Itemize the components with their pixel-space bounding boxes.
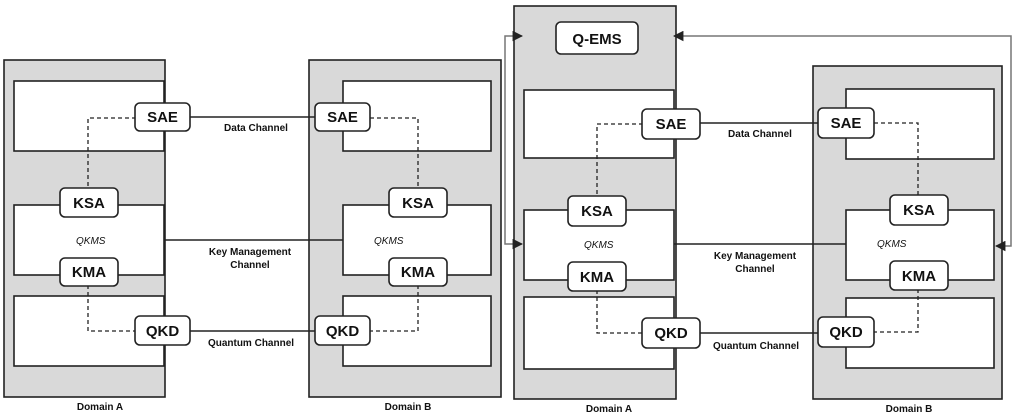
qkd-node-label: QKD — [654, 325, 688, 342]
key-management-channel-label-2: Channel — [230, 260, 270, 271]
qkd-node-label: QKD — [829, 324, 863, 341]
ksa-node — [59, 187, 119, 218]
q-ems-connections — [504, 30, 1012, 252]
kma-node — [388, 257, 448, 287]
sae-node-label: SAE — [831, 115, 862, 132]
sae-node-label: SAE — [327, 109, 358, 126]
ksa-node-label: KSA — [73, 195, 105, 212]
kma-node — [59, 257, 119, 287]
domain-label: Domain B — [886, 404, 933, 415]
domain-label: Domain B — [385, 402, 432, 413]
right-domain-b: QKMS SAE KSA KMA QKD Domain B — [812, 65, 1003, 415]
kma-node — [889, 260, 949, 291]
kma-node-label: KMA — [902, 268, 936, 285]
domain-label: Domain A — [586, 404, 632, 415]
sae-layer-box — [342, 80, 492, 152]
q-ems-node-label: Q-EMS — [572, 31, 621, 48]
ksa-node-label: KSA — [402, 195, 434, 212]
kma-node-label: KMA — [401, 264, 435, 281]
sae-node-label: SAE — [656, 116, 687, 133]
left-domain-b: QKMS SAE KSA KMA QKD Domain B — [308, 59, 502, 413]
domain-label: Domain A — [77, 402, 123, 413]
quantum-channel-label: Quantum Channel — [208, 338, 294, 349]
data-channel-label: Data Channel — [224, 123, 288, 134]
qkd-node-label: QKD — [326, 323, 360, 340]
qkms-label: QKMS — [374, 236, 404, 247]
key-management-channel-label-1: Key Management — [714, 251, 797, 262]
kma-node-label: KMA — [72, 264, 106, 281]
left-channels: Data Channel Key Management Channel Quan… — [164, 116, 343, 349]
sae-node-label: SAE — [147, 109, 178, 126]
quantum-channel-label: Quantum Channel — [713, 341, 799, 352]
qkd-node — [817, 316, 875, 348]
key-management-channel-label-1: Key Management — [209, 247, 292, 258]
key-management-channel-label-2: Channel — [735, 264, 775, 275]
qkms-label: QKMS — [877, 239, 907, 250]
ksa-node — [388, 187, 448, 218]
kma-node — [567, 261, 627, 292]
q-ems-to-domain-b-qkms-arrow — [672, 30, 1012, 252]
ksa-node-label: KSA — [581, 203, 613, 220]
kma-node-label: KMA — [580, 269, 614, 286]
data-channel-label: Data Channel — [728, 129, 792, 140]
qkms-label: QKMS — [76, 236, 106, 247]
q-ems-node — [555, 21, 639, 55]
right-domain-a: Q-EMS QKMS SAE KSA KMA QKD Domain A — [513, 5, 701, 415]
ksa-node-label: KSA — [903, 202, 935, 219]
qkd-node-label: QKD — [146, 323, 180, 340]
left-domain-a: QKMS SAE KSA KMA QKD Domain A — [3, 59, 191, 413]
qkms-label: QKMS — [584, 240, 614, 251]
ksa-node — [567, 195, 627, 227]
q-ems-to-domain-a-qkms-arrow — [504, 30, 524, 250]
